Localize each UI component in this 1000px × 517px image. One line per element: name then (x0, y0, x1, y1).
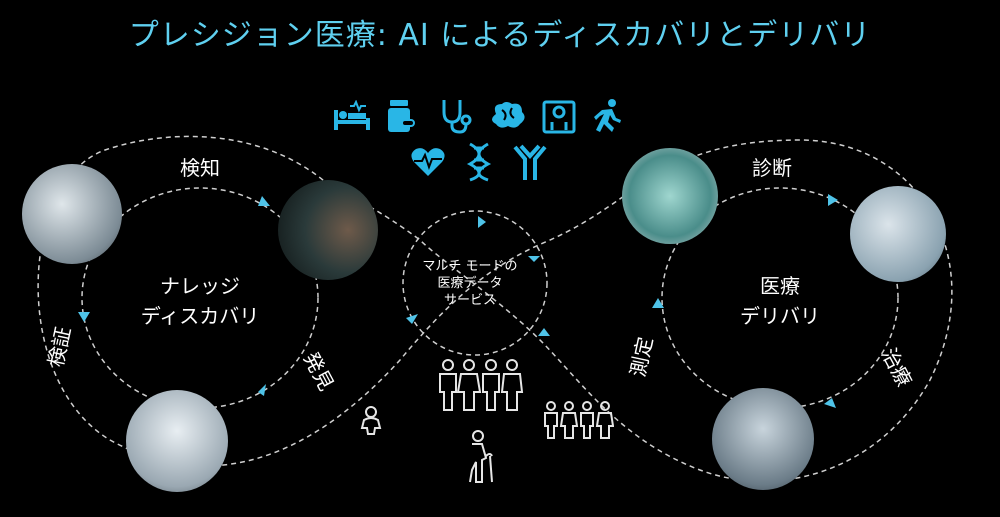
center-label: マルチ モードの 医療データ サービス (400, 258, 540, 309)
step-detect-label: 検知 (180, 152, 220, 181)
child-group-icon (542, 400, 614, 440)
hospital-bed-icon (332, 100, 372, 132)
elderly-person-icon (464, 430, 498, 484)
photo-data-screen (278, 180, 378, 280)
dna-icon (466, 142, 492, 182)
photo-lab-research (126, 390, 228, 492)
photo-treatment-room (712, 388, 814, 490)
arrow-detect (258, 196, 270, 206)
arrow-center-left (406, 314, 418, 324)
brain-icon (488, 100, 528, 132)
arrow-verify (78, 312, 90, 322)
center-label-line1: マルチ モードの (400, 258, 540, 275)
arrow-treat (824, 398, 836, 408)
arrow-discover (258, 384, 266, 396)
left-loop-name-line2: ディスカバリ (110, 300, 290, 329)
heartbeat-icon (410, 146, 446, 178)
arrow-center-right (538, 328, 550, 336)
photo-hospital-room (22, 164, 122, 264)
baby-icon (358, 406, 384, 436)
photo-tablet-data (622, 148, 718, 244)
adult-group-icon (436, 358, 524, 412)
right-loop-name-line2: デリバリ (690, 300, 870, 329)
left-loop-name-line1: ナレッジ (110, 270, 290, 299)
right-loop-name-line1: 医療 (690, 270, 870, 299)
step-diagnose-label: 診断 (752, 152, 792, 181)
medicine-bottle-icon (386, 98, 416, 134)
arrow-center-top (478, 216, 486, 228)
center-label-line3: サービス (400, 292, 540, 309)
center-label-line2: 医療データ (400, 275, 540, 292)
scale-icon (542, 100, 576, 134)
runner-icon (592, 98, 622, 134)
stethoscope-icon (438, 98, 472, 134)
arrow-diagnose (828, 194, 838, 206)
antibody-icon (512, 144, 548, 182)
photo-patient-care (850, 186, 946, 282)
